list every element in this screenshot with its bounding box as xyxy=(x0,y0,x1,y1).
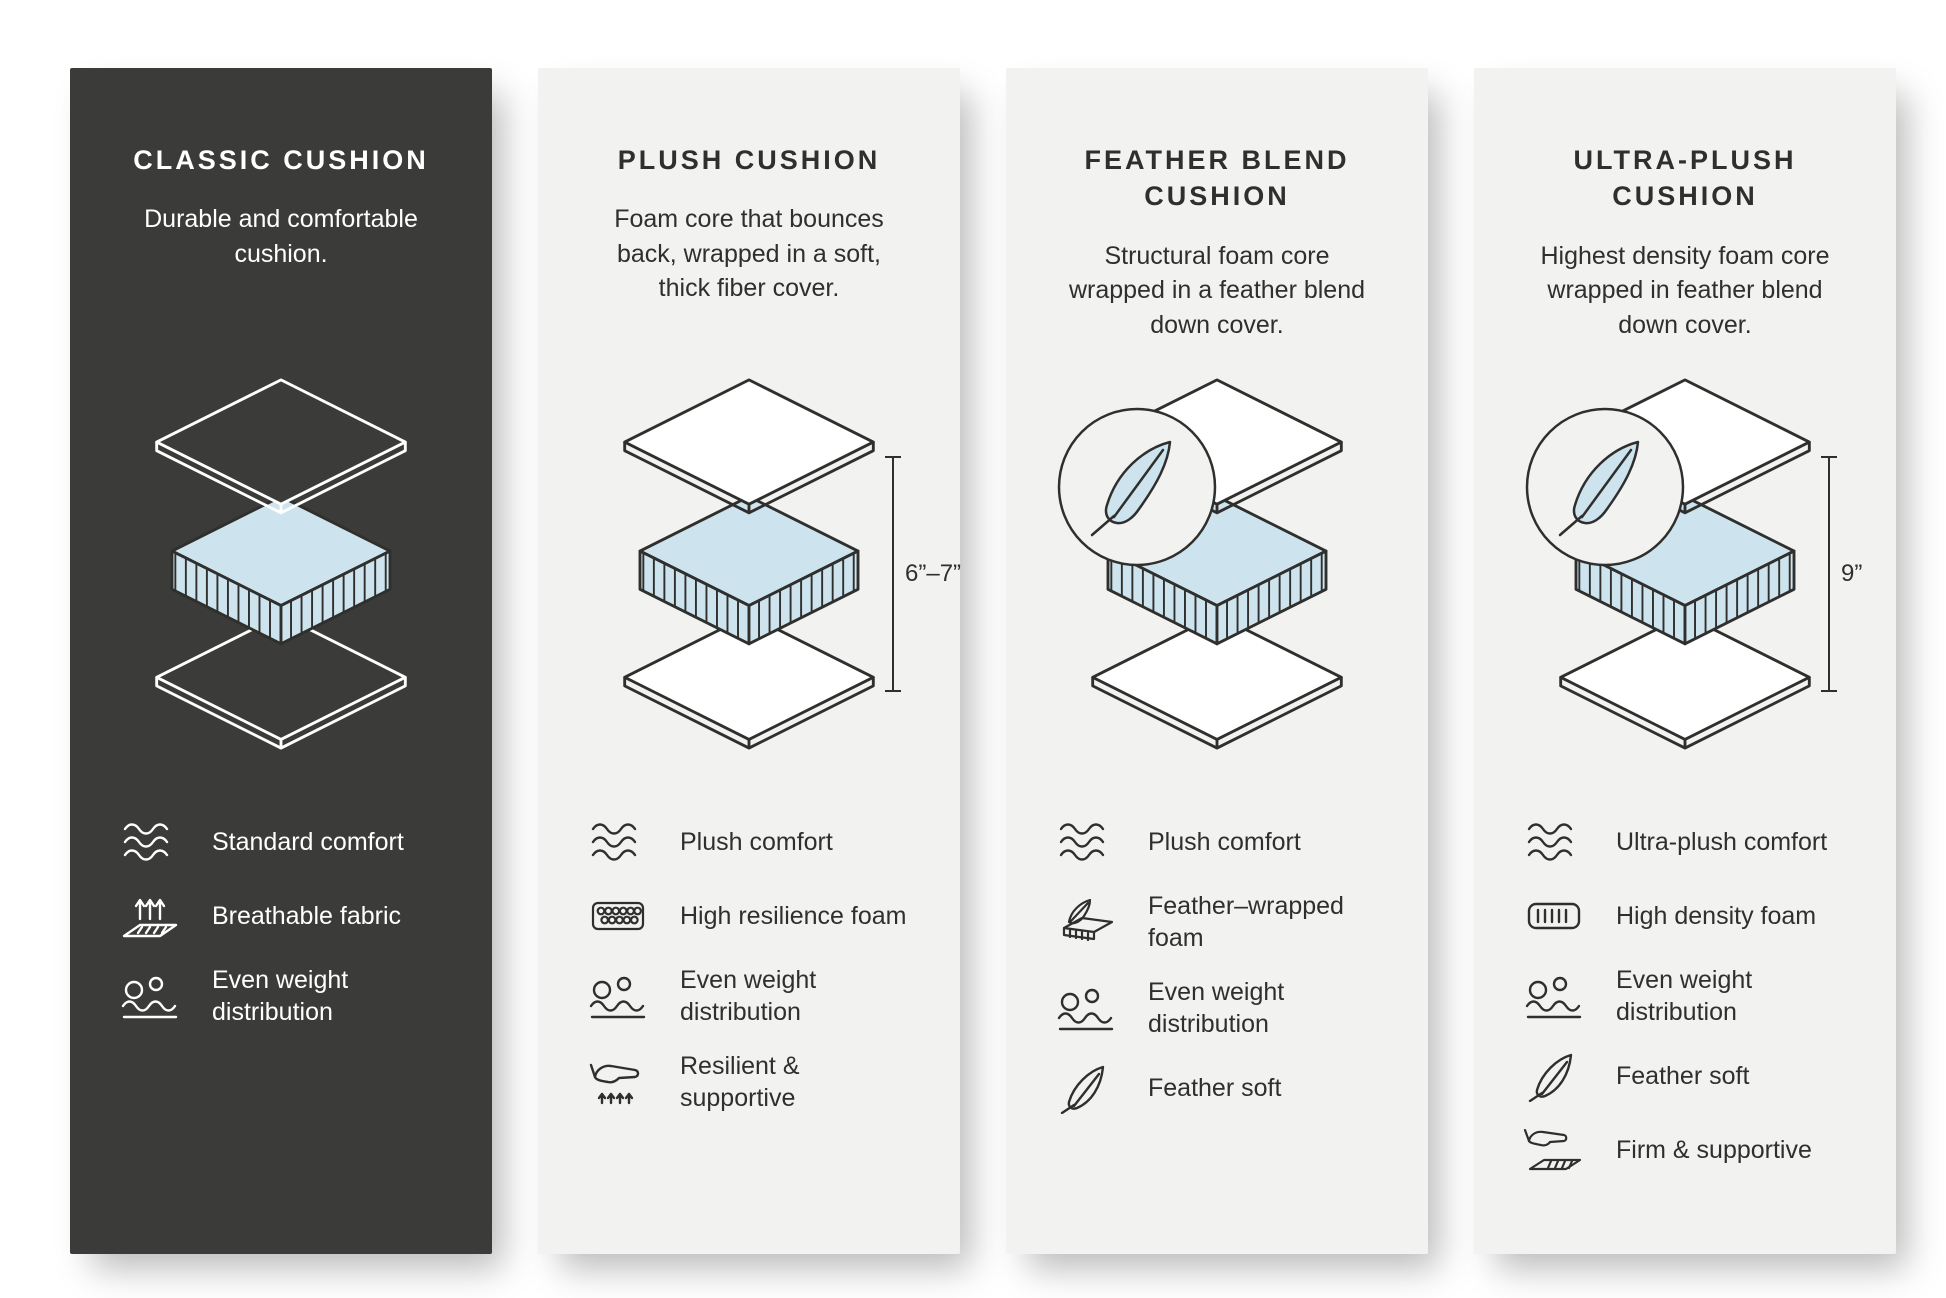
panel-description: Highest density foam core wrapped in fea… xyxy=(1540,241,1830,339)
height-dimension: 6”–7” xyxy=(885,456,961,692)
feature-label: Plush comfort xyxy=(1148,828,1301,856)
panel-title: FEATHER BLEND CUSHION xyxy=(1084,145,1350,212)
feature-label: Feather soft xyxy=(1148,1074,1282,1102)
feature-label: Even weight distribution xyxy=(680,966,817,1026)
feature-item: High resilience foam xyxy=(586,890,924,942)
feature-item: Resilient & supportive xyxy=(586,1050,924,1114)
feather-badge-icon xyxy=(1525,407,1685,567)
feature-item: Standard comfort xyxy=(118,816,456,868)
feature-label: Firm & supportive xyxy=(1616,1136,1812,1164)
weight-distribution-icon xyxy=(586,970,652,1022)
feature-label: Standard comfort xyxy=(212,828,404,856)
panel-description: Structural foam core wrapped in a feathe… xyxy=(1068,241,1366,339)
feature-item: Feather–wrapped foam xyxy=(1054,890,1392,954)
wave-comfort-icon xyxy=(118,816,184,868)
feature-item: Breathable fabric xyxy=(118,890,456,942)
cushion-diagram: 6”–7” xyxy=(574,364,961,810)
feature-list: Plush comfort High resilience foam Even … xyxy=(574,816,924,1114)
panel-header: FEATHER BLEND CUSHION Structural foam co… xyxy=(1042,142,1392,364)
panel-header: ULTRA-PLUSH CUSHION Highest density foam… xyxy=(1510,142,1860,364)
feather-badge-icon xyxy=(1057,407,1217,567)
dimension-line xyxy=(892,456,894,692)
feature-list: Standard comfort Breathable fabric Even … xyxy=(106,816,456,1028)
feature-item: Even weight distribution xyxy=(586,964,924,1028)
panel-title: ULTRA-PLUSH CUSHION xyxy=(1573,145,1797,212)
feature-label: Feather–wrapped foam xyxy=(1148,892,1344,952)
feature-item: Even weight distribution xyxy=(1522,964,1860,1028)
hand-support-icon xyxy=(1522,1124,1588,1176)
dimension-label: 6”–7” xyxy=(905,560,962,587)
feature-label: High resilience foam xyxy=(680,902,907,930)
weight-distribution-icon xyxy=(1054,982,1120,1034)
density-foam-icon xyxy=(1522,890,1588,942)
panel-description: Durable and comfortable cushion. xyxy=(144,205,418,268)
panel-plush-cushion: PLUSH CUSHION Foam core that bounces bac… xyxy=(538,68,961,1254)
feather-icon xyxy=(1054,1062,1120,1114)
feature-label: Even weight distribution xyxy=(1148,978,1285,1038)
feature-list: Plush comfort Feather–wrapped foam Even … xyxy=(1042,816,1392,1114)
dimension-line xyxy=(1828,456,1830,692)
feature-label: Feather soft xyxy=(1616,1062,1750,1090)
feature-label: Ultra-plush comfort xyxy=(1616,828,1828,856)
cushion-diagram xyxy=(106,364,456,810)
panel-header: PLUSH CUSHION Foam core that bounces bac… xyxy=(574,142,924,364)
dimension-label: 9” xyxy=(1841,560,1863,587)
resilience-foam-icon xyxy=(586,890,652,942)
feather-wrapped-foam-icon xyxy=(1054,896,1120,948)
feature-item: Ultra-plush comfort xyxy=(1522,816,1860,868)
panel-title: CLASSIC CUSHION xyxy=(133,145,429,175)
panel-description: Foam core that bounces back, wrapped in … xyxy=(614,205,884,303)
feature-label: Plush comfort xyxy=(680,828,833,856)
breathable-fabric-icon xyxy=(118,890,184,942)
feature-list: Ultra-plush comfort High density foam Ev… xyxy=(1510,816,1860,1176)
feature-item: Feather soft xyxy=(1522,1050,1860,1102)
cushion-layers-illustration xyxy=(155,378,407,750)
feature-item: Feather soft xyxy=(1054,1062,1392,1114)
cushion-comparison-panels: CLASSIC CUSHION Durable and comfortable … xyxy=(70,68,1896,1254)
panel-title: PLUSH CUSHION xyxy=(617,145,881,175)
feature-label: Even weight distribution xyxy=(1616,966,1753,1026)
panel-classic-cushion: CLASSIC CUSHION Durable and comfortable … xyxy=(70,68,492,1254)
cushion-layers-illustration xyxy=(623,378,875,750)
feature-label: Even weight distribution xyxy=(212,966,349,1026)
feature-item: Plush comfort xyxy=(1054,816,1392,868)
wave-comfort-icon xyxy=(1054,816,1120,868)
wave-comfort-icon xyxy=(1522,816,1588,868)
feather-icon xyxy=(1522,1050,1588,1102)
cushion-diagram xyxy=(1042,364,1392,810)
panel-ultra-plush-cushion: ULTRA-PLUSH CUSHION Highest density foam… xyxy=(1474,68,1896,1254)
feature-item: Firm & supportive xyxy=(1522,1124,1860,1176)
feature-item: High density foam xyxy=(1522,890,1860,942)
feature-label: Resilient & supportive xyxy=(680,1052,800,1112)
hand-support-icon xyxy=(586,1056,652,1108)
feature-item: Even weight distribution xyxy=(1054,976,1392,1040)
panel-header: CLASSIC CUSHION Durable and comfortable … xyxy=(106,142,456,364)
feature-item: Plush comfort xyxy=(586,816,924,868)
panel-feather-blend-cushion: FEATHER BLEND CUSHION Structural foam co… xyxy=(1006,68,1428,1254)
feature-label: Breathable fabric xyxy=(212,902,402,930)
weight-distribution-icon xyxy=(118,970,184,1022)
weight-distribution-icon xyxy=(1522,970,1588,1022)
feature-item: Even weight distribution xyxy=(118,964,456,1028)
cushion-diagram: 9” xyxy=(1510,364,1862,810)
feature-label: High density foam xyxy=(1616,902,1817,930)
wave-comfort-icon xyxy=(586,816,652,868)
height-dimension: 9” xyxy=(1821,456,1888,692)
